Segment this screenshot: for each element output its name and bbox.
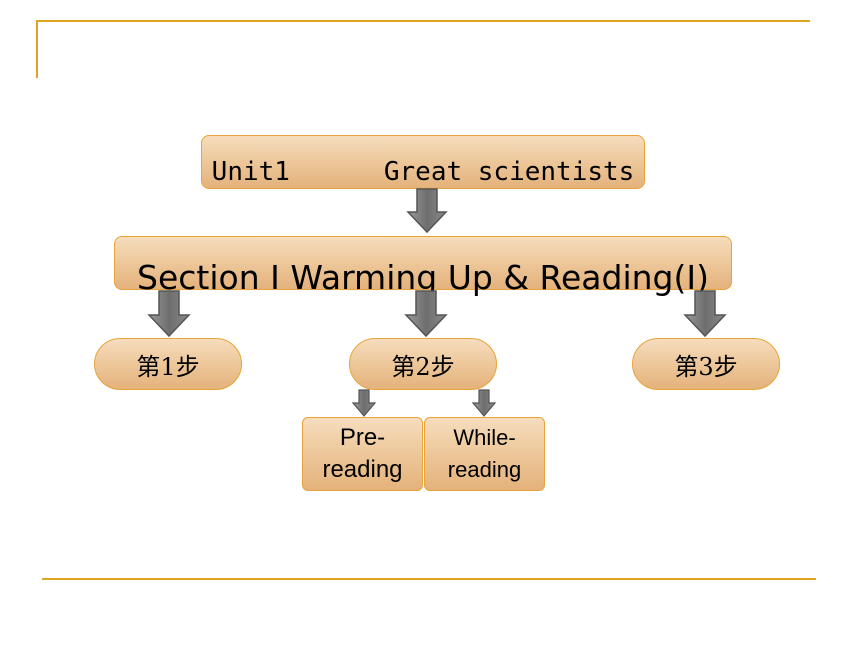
arrow-down-icon	[404, 290, 448, 338]
section-title-box: Section Ⅰ Warming Up & Reading(Ⅰ)	[114, 236, 732, 296]
left-rule	[36, 20, 38, 78]
unit-title-box: Unit1 Great scientists	[201, 135, 645, 189]
step-2-box: 第2步	[349, 338, 497, 390]
arrow-down-icon	[147, 290, 191, 338]
arrow-down-icon	[406, 188, 448, 234]
while-reading-label: While-reading	[447, 425, 522, 482]
pre-reading-label: Pre-reading	[322, 424, 403, 483]
step-3-box: 第3步	[632, 338, 780, 390]
unit-title: Unit1 Great scientists	[211, 157, 635, 187]
step-2-label: 第2步	[391, 352, 455, 381]
while-reading-box: While-reading	[424, 417, 545, 491]
step-3-label: 第3步	[674, 352, 738, 381]
top-rule	[36, 20, 810, 22]
arrow-down-icon	[471, 389, 497, 417]
pre-reading-box: Pre-reading	[302, 417, 423, 491]
arrow-down-icon	[351, 389, 377, 417]
step-1-box: 第1步	[94, 338, 242, 390]
step-1-label: 第1步	[136, 352, 200, 381]
section-title: Section Ⅰ Warming Up & Reading(Ⅰ)	[137, 258, 709, 297]
bottom-rule	[42, 578, 816, 580]
arrow-down-icon	[683, 290, 727, 338]
